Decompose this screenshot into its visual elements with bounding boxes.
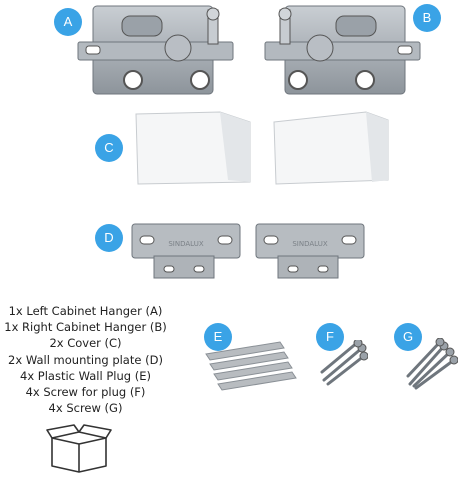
right-cabinet-hanger [264,5,421,95]
wall-plate-left: SINDALUX [131,223,241,279]
badge-g: G [394,323,422,351]
wall-plugs [205,341,297,391]
box-icon [46,424,112,473]
parts-list-item: 1x Right Cabinet Hanger (B) [4,320,167,335]
plate-brand-text: SINDALUX [168,240,203,248]
parts-list-item: 4x Screw (G) [48,401,123,416]
plug-screws [320,340,368,386]
parts-list-item: 4x Screw for plug (F) [25,385,146,400]
plate-brand-text: SINDALUX [292,240,327,248]
badge-e: E [204,323,232,351]
screws [406,338,458,390]
badge-c: C [95,134,123,162]
cover-left [135,111,251,185]
parts-list-item: 2x Wall mounting plate (D) [8,352,163,367]
badge-a: A [54,8,82,36]
parts-list-item: 2x Cover (C) [49,336,122,351]
parts-list: 1x Left Cabinet Hanger (A) 1x Right Cabi… [0,303,171,416]
wall-plate-right: SINDALUX [255,223,365,279]
parts-list-item: 1x Left Cabinet Hanger (A) [8,304,163,318]
parts-list-item: 4x Plastic Wall Plug (E) [20,368,151,383]
badge-f: F [316,323,344,351]
badge-b: B [413,4,441,32]
cover-right [273,111,389,185]
left-cabinet-hanger [77,5,234,95]
badge-d: D [95,224,123,252]
